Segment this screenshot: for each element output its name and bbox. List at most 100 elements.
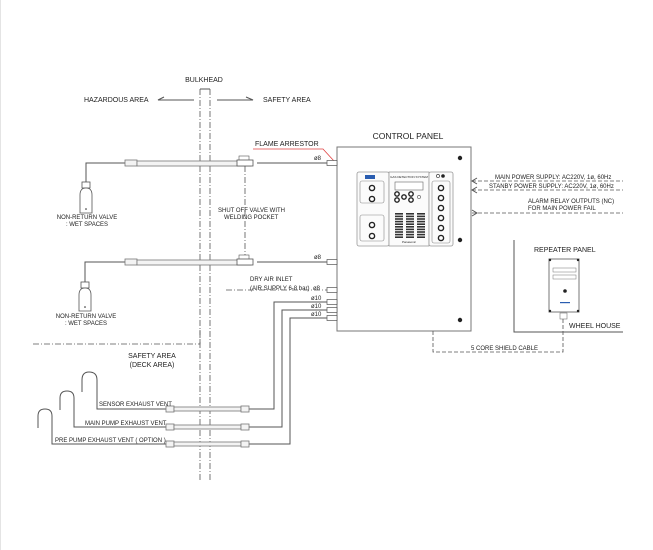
flame-arrestor-leader	[253, 148, 335, 162]
lcd-display	[394, 181, 424, 191]
shut-off-valve-icon[interactable]	[236, 254, 254, 266]
non-return-valve-label-1: NON-RETURN VALVE	[57, 215, 117, 221]
panel-brand: Panasonic	[402, 240, 417, 244]
wheel-house-label: WHEEL HOUSE	[569, 323, 621, 330]
channel-led-bar	[395, 233, 403, 236]
pipe-port-connector	[326, 259, 338, 265]
alarm-relay-label-1: ALARM RELAY OUTPUTS (NC)	[528, 199, 614, 205]
channel-led-bar	[417, 231, 425, 233]
deck-area-label-1: SAFETY AREA	[128, 353, 176, 360]
exhaust-lines	[249, 301, 327, 445]
non-return-valve-label-1b: : WET SPACES	[66, 222, 108, 228]
pipe-size-label: ø10	[311, 312, 322, 318]
channel-led-bar	[395, 226, 403, 228]
channel-led-bar	[395, 218, 403, 220]
indicator-knob[interactable]	[368, 195, 376, 203]
channel-bars	[395, 213, 425, 238]
pipe-size-label: ø8	[314, 255, 322, 261]
dry-air-inlet-label-2: (AIR SUPPLY 6-8 bar)	[250, 286, 309, 292]
pipe-size-label: ø8	[313, 286, 321, 292]
non-return-valve-label-2: NON-RETURN VALVE	[56, 314, 116, 320]
channel-led-bar	[417, 213, 425, 215]
indicator-knob[interactable]	[368, 221, 376, 229]
channel-led-bar	[395, 215, 403, 218]
channel-led-bar	[395, 228, 403, 231]
non-return-valve-label-2b: : WET SPACES	[65, 321, 107, 327]
non-return-valve-icon[interactable]	[79, 181, 93, 214]
bulkhead-wall	[199, 88, 211, 482]
function-knob[interactable]	[437, 214, 445, 222]
sensor-exhaust-label: SENSOR EXHAUST VENT	[99, 402, 172, 408]
channel-led-bar	[406, 231, 414, 233]
alarm-relay-label-2: FOR MAIN POWER FAIL	[528, 206, 596, 212]
safety-arrow-icon	[217, 96, 254, 101]
main-pump-exhaust-vent	[59, 390, 250, 431]
channel-led-bar	[417, 223, 425, 225]
shield-cable-line	[432, 319, 564, 353]
function-knob[interactable]	[437, 194, 445, 202]
channel-led-bar	[406, 233, 414, 236]
control-button[interactable]	[408, 197, 414, 203]
control-panel-face: GAS DETECTION SYSTEM Panasonic	[356, 171, 454, 247]
pipe-size-label: ø10	[311, 296, 322, 302]
repeater-button[interactable]	[563, 289, 567, 293]
control-button[interactable]	[408, 191, 414, 197]
control-button[interactable]	[394, 197, 400, 203]
main-power-label: MAIN POWER SUPPLY: AC220V, 1ø, 60Hz	[495, 175, 611, 181]
channel-led-bar	[395, 236, 403, 238]
indicator-knob[interactable]	[368, 184, 376, 192]
pipe-port-connector	[326, 160, 338, 166]
non-return-valve-icon[interactable]	[78, 281, 92, 312]
bulkhead-label: BULKHEAD	[185, 77, 223, 84]
hazardous-area-label: HAZARDOUS AREA	[84, 97, 149, 104]
dry-air-inlet-label-1: DRY AIR INLET	[250, 277, 293, 283]
channel-led-bar	[406, 228, 414, 231]
brand-badge	[365, 175, 375, 179]
shut-off-valve-label-2: WELDING POCKET	[224, 215, 279, 221]
control-button[interactable]	[401, 194, 407, 200]
pipe-size-label: ø8	[314, 156, 322, 162]
function-knob[interactable]	[437, 224, 445, 232]
pipe-port-connector	[326, 287, 338, 293]
channel-led-bar	[406, 220, 414, 223]
pipe-port-connector	[326, 299, 338, 305]
channel-led-bar	[417, 220, 425, 223]
channel-led-bar	[417, 228, 425, 231]
flame-arrestor-label: FLAME ARRESTOR	[255, 141, 319, 148]
panel-header: GAS DETECTION SYSTEM	[390, 175, 428, 179]
mounting-bolt-icon	[457, 155, 463, 323]
repeater-panel-label: REPEATER PANEL	[534, 247, 596, 254]
wheel-house-boundary	[513, 240, 623, 333]
channel-led-bar	[406, 218, 414, 220]
channel-led-bar	[417, 236, 425, 238]
pipe-port-connector	[326, 307, 338, 313]
sample-line-1: ø8	[85, 156, 327, 182]
main-pump-exhaust-label: MAIN PUMP EXHAUST VENT	[85, 421, 167, 427]
channel-led-bar	[395, 223, 403, 225]
hazardous-arrow-icon	[157, 96, 194, 101]
panel-ports	[326, 160, 338, 321]
function-knob[interactable]	[437, 234, 445, 242]
pre-pump-exhaust-label: PRE PUMP EXHAUST VENT ( OPTION )	[55, 438, 166, 444]
control-button[interactable]	[394, 191, 400, 197]
shut-off-valve-label-1: SHUT OFF VALVE WITH	[218, 208, 285, 214]
deck-boundary	[33, 330, 201, 345]
shut-off-valve-icon[interactable]	[236, 155, 254, 167]
shield-cable-label: 5 CORE SHIELD CABLE	[471, 346, 538, 352]
repeater-panel[interactable]	[548, 258, 580, 320]
channel-led-bar	[406, 215, 414, 218]
channel-led-bar	[395, 213, 403, 215]
channel-led-bar	[417, 233, 425, 236]
channel-led-bar	[406, 223, 414, 225]
function-knob[interactable]	[437, 204, 445, 212]
control-panel-label: CONTROL PANEL	[373, 131, 444, 141]
function-knob[interactable]	[437, 184, 445, 192]
standby-power-label: STANBY POWER SUPPLY: AC220V, 1ø, 60Hz	[489, 184, 614, 190]
channel-led-bar	[395, 231, 403, 233]
channel-led-bar	[406, 213, 414, 215]
indicator-knob[interactable]	[368, 232, 376, 240]
channel-led-bar	[417, 226, 425, 228]
channel-led-bar	[406, 236, 414, 238]
pipe-size-label: ø10	[311, 304, 322, 310]
